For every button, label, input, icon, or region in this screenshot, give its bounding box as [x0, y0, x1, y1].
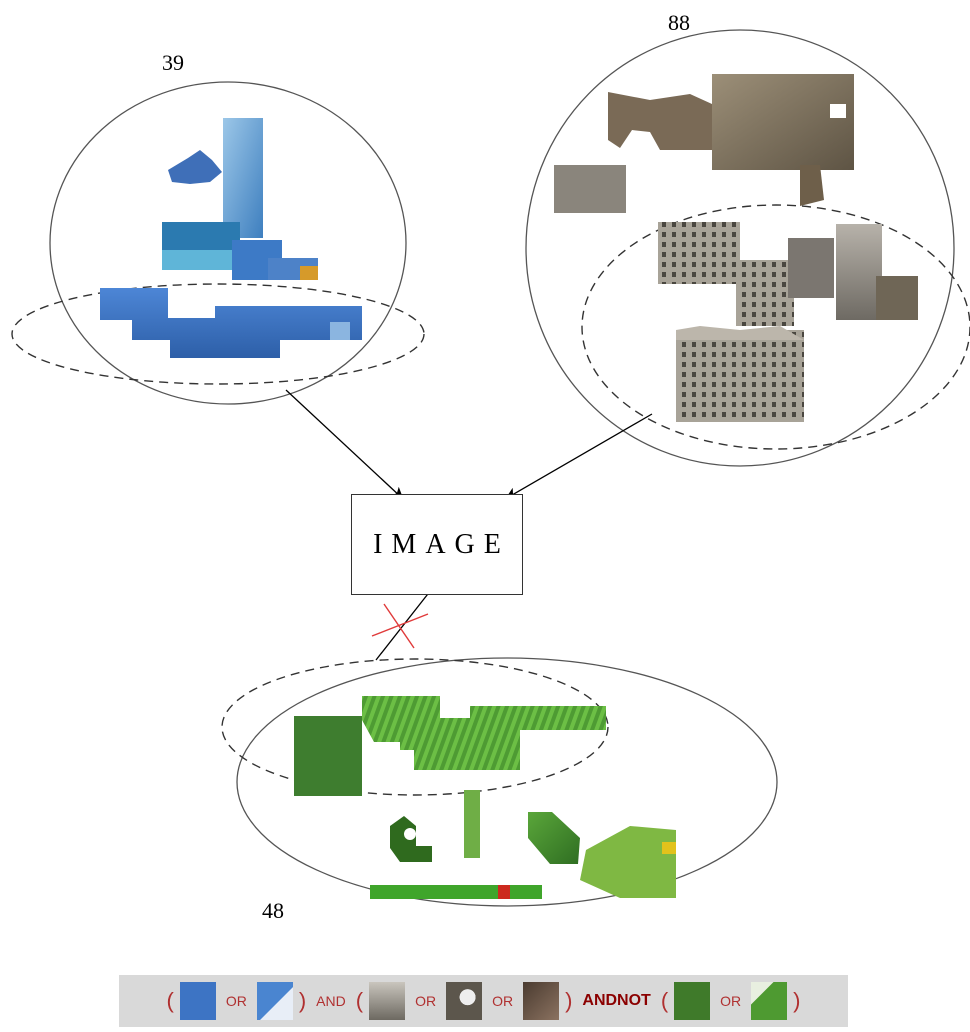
- cluster-label-88: 88: [668, 10, 690, 35]
- dark-building-thumb-icon: [523, 982, 560, 1020]
- group2-open-paren: (: [355, 988, 364, 1013]
- group1-open-paren: (: [166, 988, 174, 1013]
- group2-or-operator-2: OR: [492, 993, 514, 1009]
- group1-close-paren: ): [298, 988, 307, 1013]
- cluster-39: [11, 81, 425, 405]
- green-region-images: [294, 696, 676, 899]
- cluster-48: [221, 657, 778, 907]
- cluster-39-circle: [49, 81, 407, 405]
- group3-or-operator: OR: [720, 993, 742, 1009]
- cluster-48-dashed-subset: [221, 658, 609, 796]
- group2-or-operator-1: OR: [415, 993, 437, 1009]
- andnot-operator: ANDNOT: [582, 992, 651, 1009]
- group3-close-paren: ): [793, 988, 801, 1013]
- and-operator: AND: [316, 993, 346, 1009]
- building-thumb-icon: [369, 982, 406, 1020]
- cluster-label-39: 39: [162, 50, 184, 75]
- stone-region-images: [554, 74, 854, 213]
- image-node-label: IMAGE: [373, 528, 510, 560]
- sky-region-images: [100, 118, 362, 358]
- image-node: IMAGE: [351, 494, 523, 595]
- blue-region-thumb-icon: [179, 982, 216, 1020]
- group2-close-paren: ): [565, 988, 573, 1013]
- arrow-39-to-image: [285, 389, 404, 500]
- diagram-canvas: [11, 29, 970, 907]
- green-leaf-thumb-icon: [674, 982, 711, 1020]
- group1-or-operator: OR: [225, 993, 247, 1009]
- group3-open-paren: (: [660, 988, 669, 1013]
- cluster-88-dashed-subset: [581, 204, 970, 450]
- cluster-48-circle: [236, 657, 778, 907]
- building-region-images: [658, 222, 918, 422]
- rejection-cross-mark: [371, 603, 429, 649]
- green-plant-thumb-icon: [751, 982, 788, 1020]
- cluster-88-circle: [525, 29, 955, 467]
- cluster-39-dashed-subset: [11, 283, 425, 385]
- cluster-88: [525, 29, 970, 467]
- arrow-88-to-image: [505, 413, 653, 500]
- blue-white-region-thumb-icon: [256, 982, 293, 1020]
- cluster-label-48: 48: [262, 898, 284, 923]
- stone-white-thumb-icon: [446, 982, 483, 1020]
- query-bar: ( OR ) AND ( OR OR ) ANDNOT ( OR ): [119, 975, 848, 1027]
